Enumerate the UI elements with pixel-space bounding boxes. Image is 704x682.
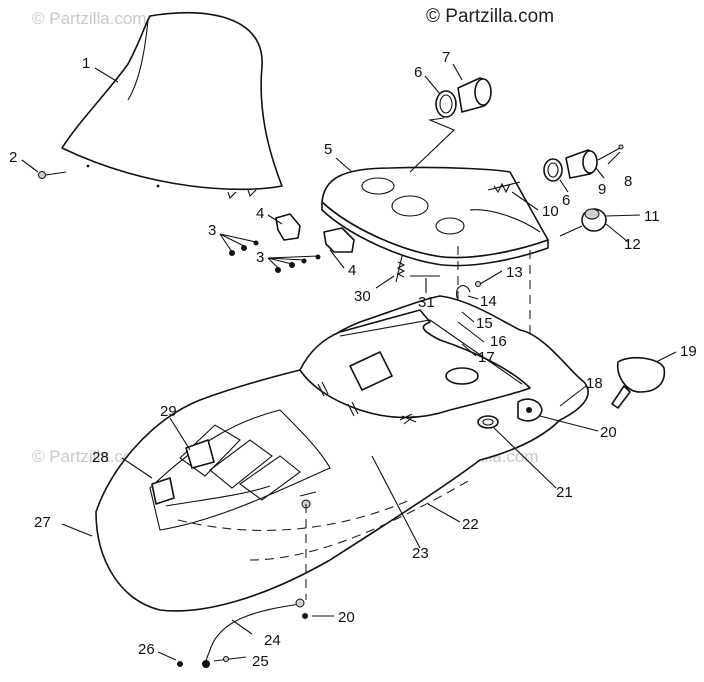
callout-18: 18 [586, 375, 603, 392]
callout-10: 10 [542, 203, 559, 220]
cable-parts [177, 598, 308, 668]
watermark-left: © Partzilla.com [32, 447, 147, 466]
callout-26: 26 [138, 641, 155, 658]
callout-22: 22 [462, 516, 479, 533]
callout-16: 16 [490, 333, 507, 350]
callout-25: 25 [252, 653, 269, 670]
callout-21: 21 [556, 484, 573, 501]
callout-13: 13 [506, 264, 523, 281]
windshield-part [61, 11, 283, 200]
callout-8: 8 [624, 173, 632, 190]
gauge-assembly-top [409, 77, 492, 173]
callout-28: 28 [92, 449, 109, 466]
callout-7: 7 [442, 49, 450, 66]
hood-body-part [95, 295, 589, 612]
leader-lines [21, 63, 677, 661]
callout-6a: 6 [414, 64, 422, 81]
callout-4a: 4 [256, 205, 264, 222]
copyright-label: © Partzilla.com [426, 6, 554, 27]
callout-19: 19 [680, 343, 697, 360]
callout-24: 24 [264, 632, 281, 649]
callout-11: 11 [644, 208, 660, 225]
callout-6b: 6 [562, 192, 570, 209]
callout-12: 12 [624, 236, 641, 253]
screw-part-2 [38, 171, 67, 179]
callout-labels: 1 2 3 3 4 4 5 6 6 7 8 9 10 11 12 13 14 1… [9, 49, 697, 670]
callout-29: 29 [160, 403, 177, 420]
callout-27: 27 [34, 514, 51, 531]
callout-23: 23 [412, 545, 429, 562]
callout-14: 14 [480, 293, 497, 310]
callout-20b: 20 [338, 609, 355, 626]
mirror-part [611, 356, 666, 409]
callout-3a: 3 [208, 222, 216, 239]
switch-parts [487, 181, 607, 237]
callout-4b: 4 [348, 262, 356, 279]
callout-2: 2 [9, 149, 17, 166]
watermark-top-left: © Partzilla.com [32, 9, 147, 28]
callout-1: 1 [82, 55, 90, 72]
callout-15: 15 [476, 315, 493, 332]
callout-5: 5 [324, 141, 332, 158]
callout-9: 9 [598, 181, 606, 198]
callout-20a: 20 [600, 424, 617, 441]
dash-panel-part [321, 166, 549, 267]
callout-3b: 3 [256, 249, 264, 266]
callout-31: 31 [418, 294, 435, 311]
callout-30: 30 [354, 288, 371, 305]
callout-17: 17 [478, 349, 495, 366]
gauge-assembly-right [543, 144, 624, 182]
